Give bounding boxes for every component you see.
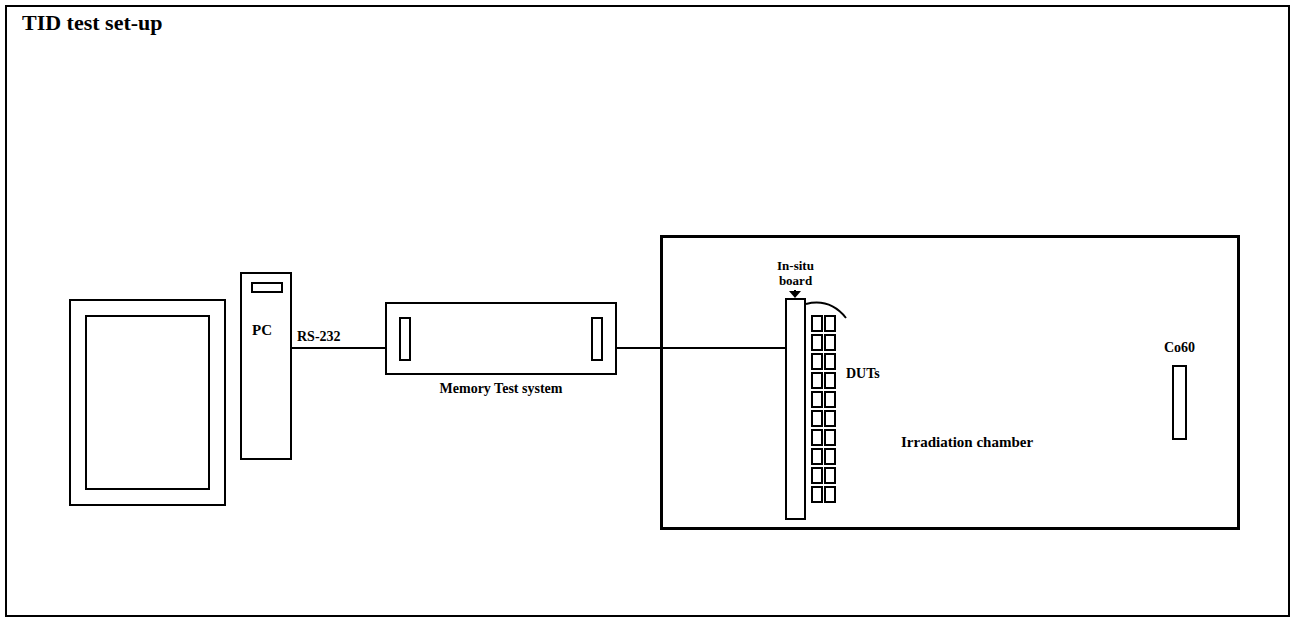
title: TID test set-up (22, 10, 163, 35)
node-label: PC (252, 322, 272, 339)
node-label: Co60 (1164, 340, 1195, 356)
dut-label: DUTs (846, 366, 880, 382)
irradiation-chamber: Irradiation chamberIn-situ boardCo60 (660, 235, 1240, 530)
dut-array (806, 303, 846, 502)
memory-tester: Memory Test system (385, 302, 617, 375)
drive-slot (252, 283, 282, 292)
in-situ-board: In-situ board (785, 298, 806, 520)
node-label: Memory Test system (440, 381, 563, 397)
node-label: Irradiation chamber (901, 434, 1033, 451)
cable (292, 347, 385, 349)
cable (617, 347, 785, 349)
interface-label: RS-232 (296, 329, 342, 345)
co60-source: Co60 (1172, 365, 1187, 440)
leader-arrow (789, 290, 801, 298)
node-label: In-situ board (766, 259, 826, 289)
monitor (70, 300, 225, 505)
pc-tower: PC (240, 272, 292, 460)
front-panel-slots (400, 318, 602, 360)
outer-frame (6, 6, 1289, 616)
